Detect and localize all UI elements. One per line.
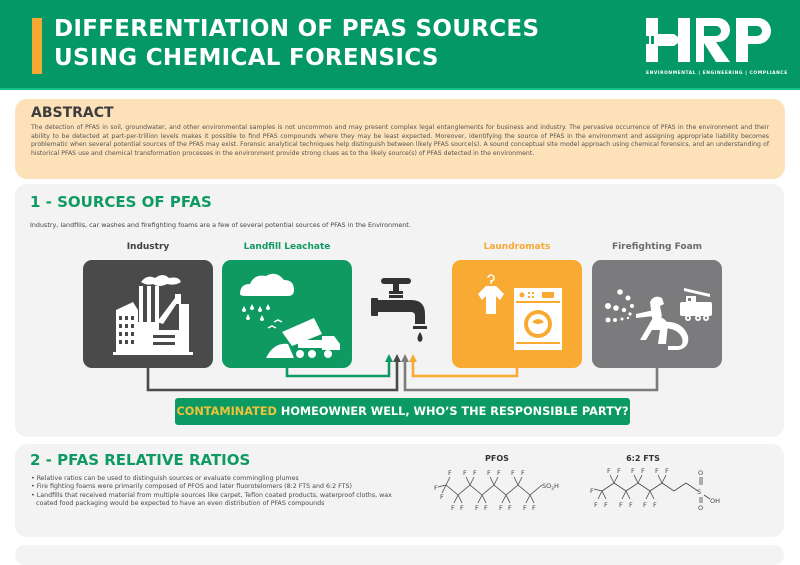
source-card-laundromats	[452, 260, 582, 368]
svg-text:F: F	[521, 469, 525, 477]
source-label-laundromats: Laundromats	[483, 242, 551, 252]
svg-text:F: F	[653, 501, 657, 509]
logo-tagline: ENVIRONMENTAL | ENGINEERING | COMPLIANCE	[646, 71, 788, 76]
svg-text:F: F	[448, 469, 452, 477]
fts-label: 6:2 FTS	[626, 454, 660, 463]
svg-text:F: F	[532, 504, 536, 512]
svg-text:F: F	[665, 467, 669, 475]
svg-text:F: F	[484, 504, 488, 512]
faucet-icon	[369, 276, 443, 356]
bullet-item: Fire fighting foams were primarily compo…	[30, 483, 410, 491]
svg-text:F: F	[463, 469, 467, 477]
sources-section: 1 - SOURCES OF PFAS Industry, landfills,…	[15, 184, 784, 437]
svg-text:F: F	[460, 504, 464, 512]
svg-text:F: F	[629, 501, 633, 509]
relative-ratios-section: 2 - PFAS RELATIVE RATIOS Relative ratios…	[15, 444, 784, 537]
svg-text:F: F	[594, 501, 598, 509]
svg-text:F: F	[590, 487, 594, 495]
abstract-body: The detection of PFAS in soil, groundwat…	[31, 124, 769, 157]
svg-text:F: F	[434, 484, 438, 492]
abstract-heading: ABSTRACT	[31, 105, 114, 121]
svg-text:F: F	[475, 504, 479, 512]
source-card-industry	[83, 260, 213, 368]
bullet-item: Landfills that received material from mu…	[30, 492, 410, 509]
svg-text:F: F	[655, 467, 659, 475]
header-banner: DIFFERENTIATION OF PFAS SOURCES USING CH…	[0, 0, 800, 90]
svg-text:F: F	[508, 504, 512, 512]
svg-text:F: F	[617, 467, 621, 475]
source-label-landfill: Landfill Leachate	[243, 242, 331, 252]
svg-text:F: F	[473, 469, 477, 477]
ratios-bullet-list: Relative ratios can be used to distingui…	[30, 475, 410, 508]
svg-text:F: F	[523, 504, 527, 512]
banner-text: HOMEOWNER WELL, WHO’S THE RESPONSIBLE PA…	[276, 405, 629, 418]
svg-text:H: H	[554, 482, 559, 490]
source-card-firefighting	[592, 260, 722, 368]
svg-text:F: F	[511, 469, 515, 477]
svg-text:F: F	[497, 469, 501, 477]
svg-text:F: F	[487, 469, 491, 477]
svg-text:F: F	[641, 467, 645, 475]
ratios-heading: 2 - PFAS RELATIVE RATIOS	[30, 451, 251, 469]
svg-text:F: F	[440, 493, 444, 501]
bullet-item: Relative ratios can be used to distingui…	[30, 475, 410, 483]
washing-machine-icon	[478, 274, 562, 350]
svg-text:SO: SO	[542, 482, 551, 490]
svg-text:F: F	[451, 504, 455, 512]
contaminated-well-banner: CONTAMINATED HOMEOWNER WELL, WHO’S THE R…	[175, 398, 630, 425]
svg-text:O: O	[698, 504, 703, 512]
title-line-2: USING CHEMICAL FORENSICS	[54, 45, 439, 71]
source-label-firefighting: Firefighting Foam	[611, 242, 703, 252]
svg-text:F: F	[619, 501, 623, 509]
source-card-landfill	[222, 260, 352, 368]
svg-text:3: 3	[551, 486, 554, 492]
title-accent-bar	[32, 18, 42, 74]
svg-text:F: F	[499, 504, 503, 512]
pfos-label: PFOS	[485, 454, 509, 463]
title-line-1: DIFFERENTIATION OF PFAS SOURCES	[54, 16, 540, 42]
svg-text:OH: OH	[710, 497, 720, 505]
sources-heading: 1 - SOURCES OF PFAS	[30, 193, 212, 211]
firefighter-icon	[605, 288, 712, 350]
sources-intro: Industry, landfills, car washes and fire…	[30, 221, 411, 229]
svg-text:F: F	[604, 501, 608, 509]
landfill-truck-icon	[240, 273, 340, 358]
svg-text:F: F	[631, 467, 635, 475]
source-label-industry: Industry	[126, 242, 170, 252]
svg-text:F: F	[607, 467, 611, 475]
svg-text:S: S	[697, 488, 701, 496]
next-section-partial	[15, 545, 784, 565]
svg-text:O: O	[698, 469, 703, 477]
banner-highlight: CONTAMINATED	[176, 405, 277, 418]
page-title: DIFFERENTIATION OF PFAS SOURCES USING CH…	[54, 15, 539, 73]
hrp-logo: ENVIRONMENTAL | ENGINEERING | COMPLIANCE	[640, 14, 788, 82]
svg-text:F: F	[643, 501, 647, 509]
hrp-logo-icon	[646, 18, 771, 62]
abstract-section: ABSTRACT The detection of PFAS in soil, …	[15, 99, 785, 179]
factory-icon	[113, 275, 193, 355]
